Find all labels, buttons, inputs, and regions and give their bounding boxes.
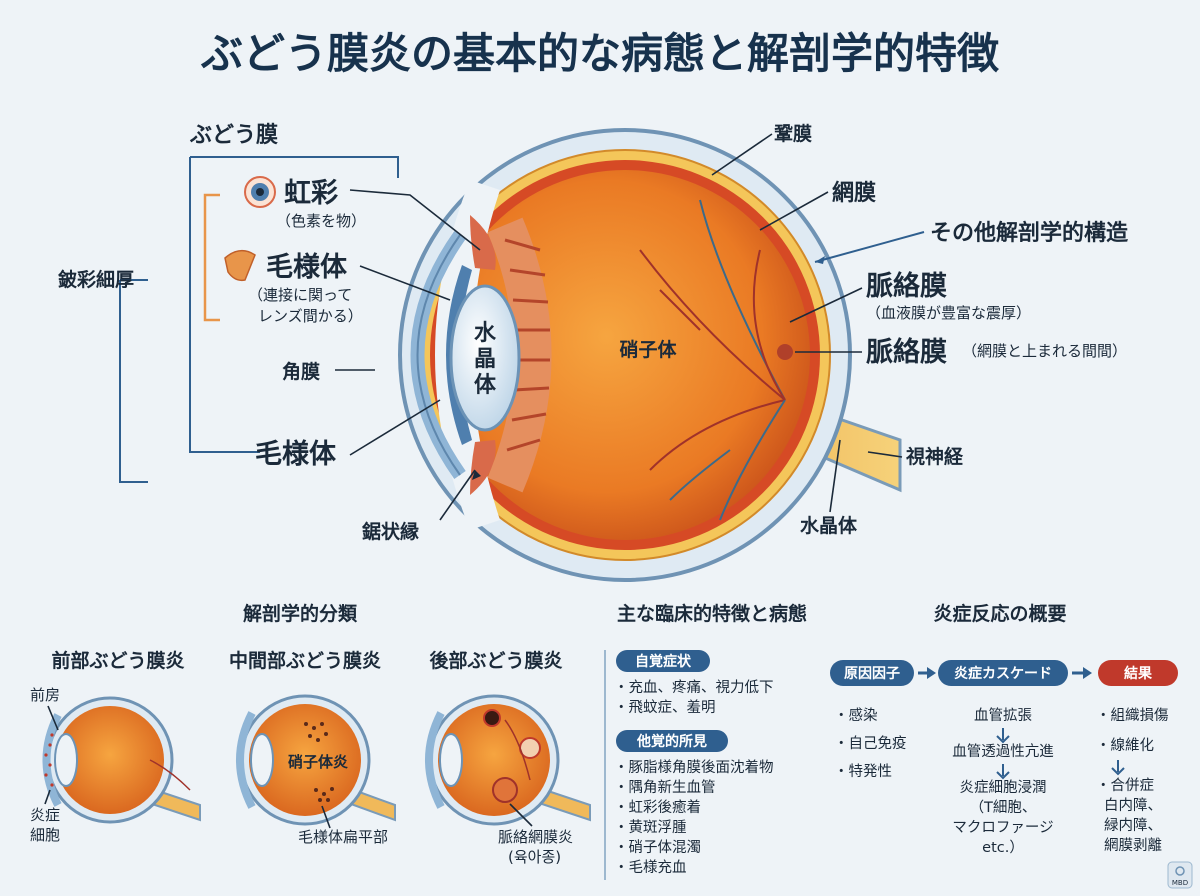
brand-logo: MBD: [1167, 861, 1193, 889]
anterior-label-top: 前房: [30, 686, 60, 704]
result-item-3b: 白内障、: [1104, 796, 1162, 814]
cascade-step-2: 血管透過性亢進: [952, 742, 1054, 760]
page-title: ぶどう膜炎の基本的な病態と解剖学的特徴: [200, 29, 1000, 78]
eye-diagram: [398, 128, 902, 582]
classification-header: 解剖学的分類: [243, 602, 358, 625]
intermediate-title: 中間部ぶどう膜炎: [229, 649, 381, 672]
clinical-header: 主な臨床的特徴と病態: [617, 602, 807, 625]
optic-nerve-label: 視神経: [905, 445, 964, 468]
ciliary-lower-label: 毛様体: [255, 439, 337, 470]
uvea-bracket: [189, 156, 399, 453]
objective-item-2: ・隅角新生血管: [614, 779, 716, 796]
cascade-pill: [938, 660, 1068, 686]
left-bracket: [119, 279, 148, 483]
ciliary-body-top-shape: [470, 215, 496, 270]
subjective-pill: [616, 650, 710, 672]
result-pill: [1098, 660, 1178, 686]
cascade-step-3b: （T細胞、: [970, 799, 1037, 816]
other-structures-label: その他解剖学的構造: [930, 220, 1128, 246]
lens-label-1: 水: [474, 321, 497, 346]
lens-shape: [449, 284, 521, 432]
anterior-label-bottom1: 炎症: [30, 806, 60, 824]
choroid2-label: 脈絡膜: [866, 336, 947, 368]
orange-bracket: [203, 193, 220, 322]
inflammation-panel: 原因因子 炎症カスケード 結果 ・感染 ・自己免疫 ・特発性 血管拡張 血管透過…: [830, 660, 1178, 856]
retinal-vessels: [639, 199, 786, 521]
cascade-step-1: 血管拡張: [974, 707, 1032, 724]
cause-item-3: ・特発性: [834, 763, 892, 780]
cause-pill: [830, 660, 914, 686]
choroid1-sub: （血液膜が豊富な震厚）: [866, 304, 1031, 322]
intermediate-eye-shape: [236, 694, 396, 826]
cascade-label: 炎症カスケード: [954, 665, 1052, 682]
cascade-step-3c: マクロファージ: [952, 819, 1053, 836]
choroid1-label: 脈絡膜: [866, 270, 947, 302]
anterior-label-bottom2: 細胞: [30, 826, 60, 844]
result-item-3a: ・合併症: [1096, 777, 1154, 794]
cause-item-2: ・自己免疫: [834, 735, 907, 752]
objective-item-1: ・豚脂様角膜後面沈着物: [614, 759, 774, 776]
cascade-arrow-2: [996, 764, 1010, 780]
ciliary-body-icon: [224, 249, 256, 282]
subjective-item-1: ・充血、疼痛、視力低下: [614, 679, 774, 696]
intermediate-center: 硝子体炎: [288, 753, 348, 771]
iris-label: 虹彩: [284, 178, 338, 209]
lens-label-3: 体: [474, 373, 497, 398]
cascade-step-3a: 炎症細胞浸潤: [960, 779, 1047, 796]
result-label: 結果: [1124, 665, 1153, 682]
iris-sub: （色素を物）: [276, 212, 366, 230]
posterior-eye-shape: [425, 694, 591, 826]
intermediate-bottom: 毛様体扁平部: [298, 828, 388, 846]
ciliary-upper-sub1: （連接に関って: [248, 286, 352, 304]
anterior-eye-shape: [42, 696, 201, 824]
iris-icon: [244, 176, 276, 208]
uvea-header: ぶどう膜: [189, 123, 278, 148]
cornea-label: 角膜: [282, 360, 320, 383]
result-item-2: ・線維化: [1096, 737, 1154, 754]
cause-label: 原因因子: [844, 666, 900, 682]
objective-item-4: ・黄斑浮腫: [614, 819, 687, 836]
optic-disc: [777, 344, 793, 360]
cause-item-1: ・感染: [834, 707, 878, 724]
vitreous-label: 硝子体: [619, 338, 677, 361]
result-arrow: [1111, 760, 1125, 776]
objective-pill: [616, 730, 728, 752]
posterior-bottom1: 脈絡網膜炎: [498, 828, 573, 846]
ciliary-upper-label: 毛様体: [266, 252, 348, 283]
logo-text: MBD: [1172, 879, 1188, 887]
posterior-bottom2: (육아종): [508, 848, 561, 866]
subjective-label: 自覚症状: [635, 653, 692, 670]
anterior-title: 前部ぶどう膜炎: [51, 649, 184, 672]
bracket-left-label: 鈹彩細厚: [58, 268, 134, 291]
subjective-item-2: ・飛蚊症、羞明: [614, 699, 716, 716]
retina-label: 網膜: [832, 180, 876, 206]
ciliary-upper-sub2: レンズ間かる）: [258, 307, 363, 325]
objective-label: 他覚的所見: [636, 733, 707, 750]
objective-item-5: ・硝子体混濁: [614, 839, 701, 856]
result-item-3c: 緑内障、: [1104, 816, 1162, 834]
posterior-title: 後部ぶどう膜炎: [429, 649, 562, 672]
objective-item-3: ・虹彩後癒着: [614, 799, 701, 816]
lens-label-2: 晶: [474, 347, 496, 372]
sclera-label: 鞏膜: [774, 122, 812, 145]
result-item-1: ・組織損傷: [1096, 707, 1169, 724]
clinical-panel: 自覚症状 ・充血、疼痛、視力低下 ・飛蚊症、羞明 他覚的所見 ・豚脂様角膜後面沈…: [604, 650, 774, 880]
result-item-3d: 網膜剥離: [1104, 836, 1162, 854]
ciliary-muscle-striations: [487, 217, 552, 493]
ciliary-body-bottom-shape: [470, 440, 496, 495]
choroid2-sub: （網膜と上まれる間間）: [962, 342, 1127, 360]
objective-item-6: ・毛様充血: [614, 859, 687, 876]
cascade-arrow-1: [996, 728, 1010, 744]
cascade-step-3d: etc.）: [982, 839, 1024, 856]
ora-serrata-label: 鋸状縁: [362, 520, 419, 543]
lens-bottom-label: 水晶体: [800, 514, 858, 537]
inflammation-header: 炎症反応の概要: [933, 602, 1066, 625]
